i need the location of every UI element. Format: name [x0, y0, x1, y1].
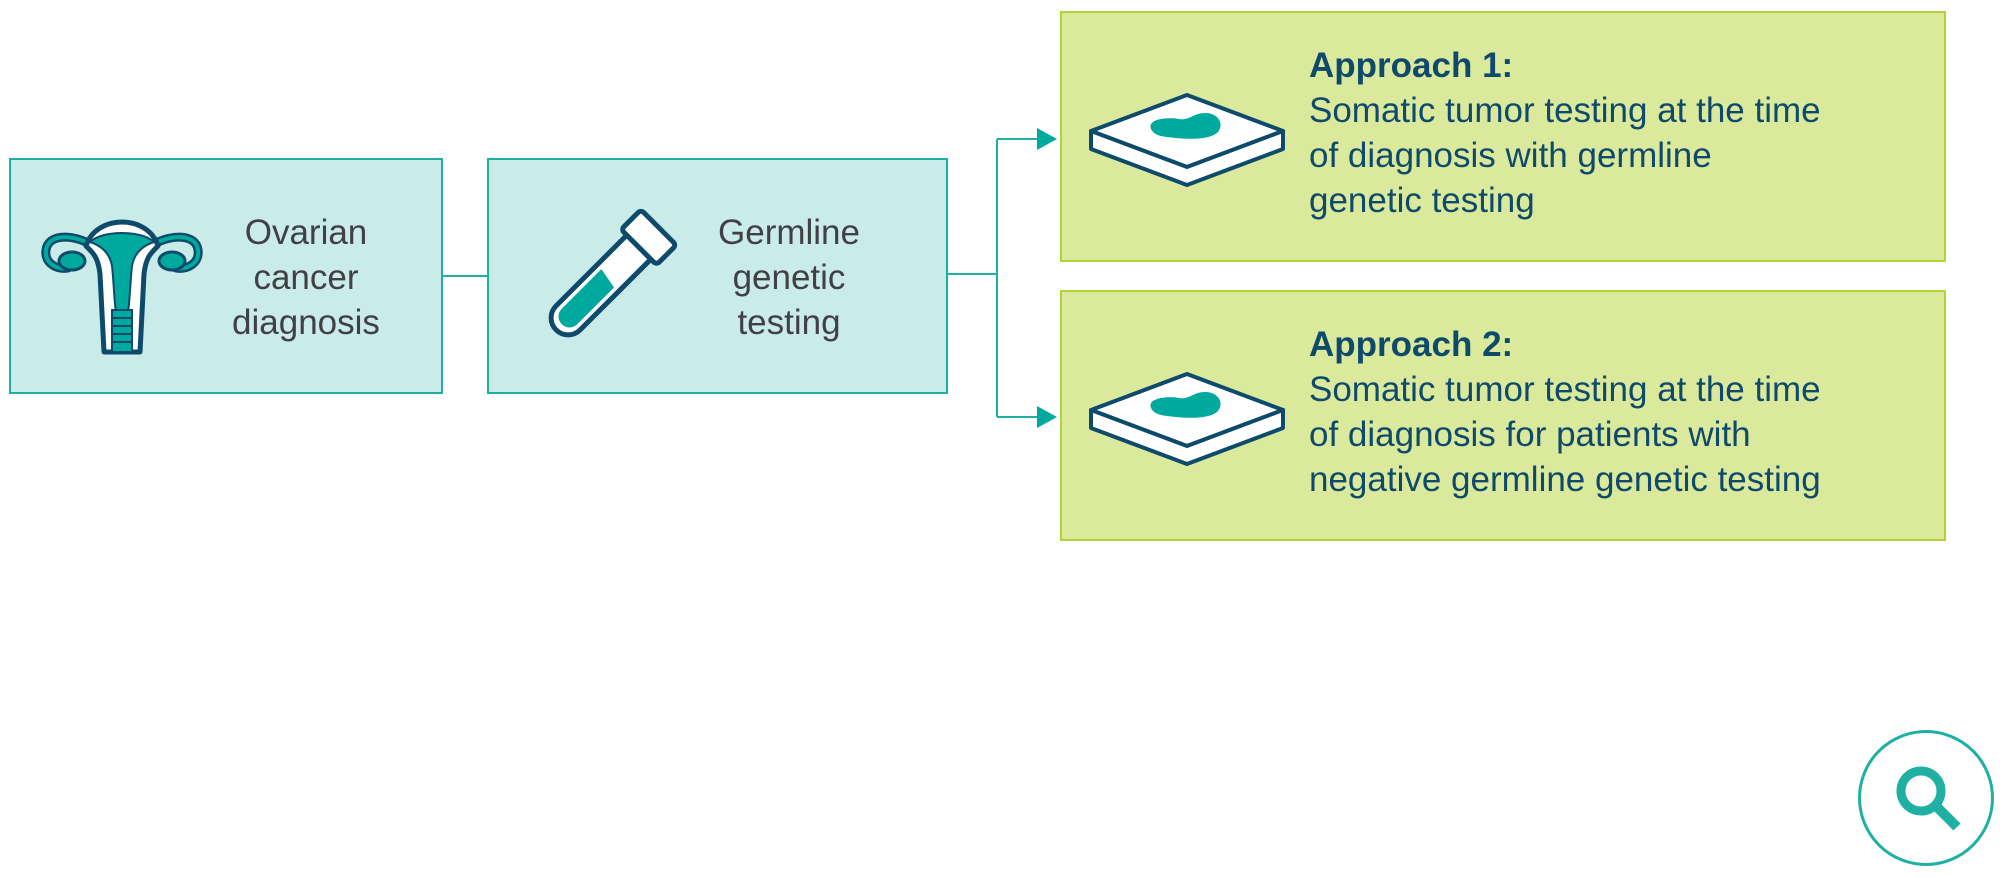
approach-1-title: Approach 1:: [1309, 46, 1514, 85]
tissue-slide-icon: [1089, 93, 1285, 187]
test-tube-icon: [548, 208, 678, 338]
zoom-button[interactable]: [1858, 730, 1994, 866]
arrow-to-approach-2: [1037, 406, 1057, 428]
label-line: testing: [737, 303, 841, 342]
label-line: Germline: [718, 213, 860, 252]
tissue-slide-icon: [1089, 372, 1285, 466]
label-line: Ovarian: [244, 213, 368, 252]
approach-desc-line: of diagnosis for patients with: [1309, 415, 1751, 454]
step-germline-genetic-testing: Germline genetic testing: [487, 158, 948, 394]
approach-desc-line: genetic testing: [1309, 181, 1535, 220]
label-line: diagnosis: [232, 303, 380, 342]
arrow-to-approach-1: [1037, 128, 1057, 150]
approach-2-title: Approach 2:: [1309, 325, 1514, 364]
label-line: genetic: [732, 258, 846, 297]
approach-1-text: Approach 1: Somatic tumor testing at the…: [1309, 43, 1821, 223]
approach-2-text: Approach 2: Somatic tumor testing at the…: [1309, 322, 1821, 502]
label-line: cancer: [253, 258, 359, 297]
approach-desc-line: negative germline genetic testing: [1309, 460, 1821, 499]
approach-desc-line: of diagnosis with germline: [1309, 136, 1712, 175]
approach-1-box: Approach 1: Somatic tumor testing at the…: [1060, 11, 1946, 262]
step-label-ovarian-cancer-diagnosis: Ovarian cancer diagnosis: [201, 210, 411, 345]
approach-desc-line: Somatic tumor testing at the time: [1309, 91, 1821, 130]
step-ovarian-cancer-diagnosis: Ovarian cancer diagnosis: [9, 158, 443, 394]
uterus-icon: [41, 219, 203, 355]
approach-2-box: Approach 2: Somatic tumor testing at the…: [1060, 290, 1946, 541]
approach-desc-line: Somatic tumor testing at the time: [1309, 370, 1821, 409]
step-label-germline-genetic-testing: Germline genetic testing: [684, 210, 894, 345]
search-icon: [1896, 766, 1961, 831]
